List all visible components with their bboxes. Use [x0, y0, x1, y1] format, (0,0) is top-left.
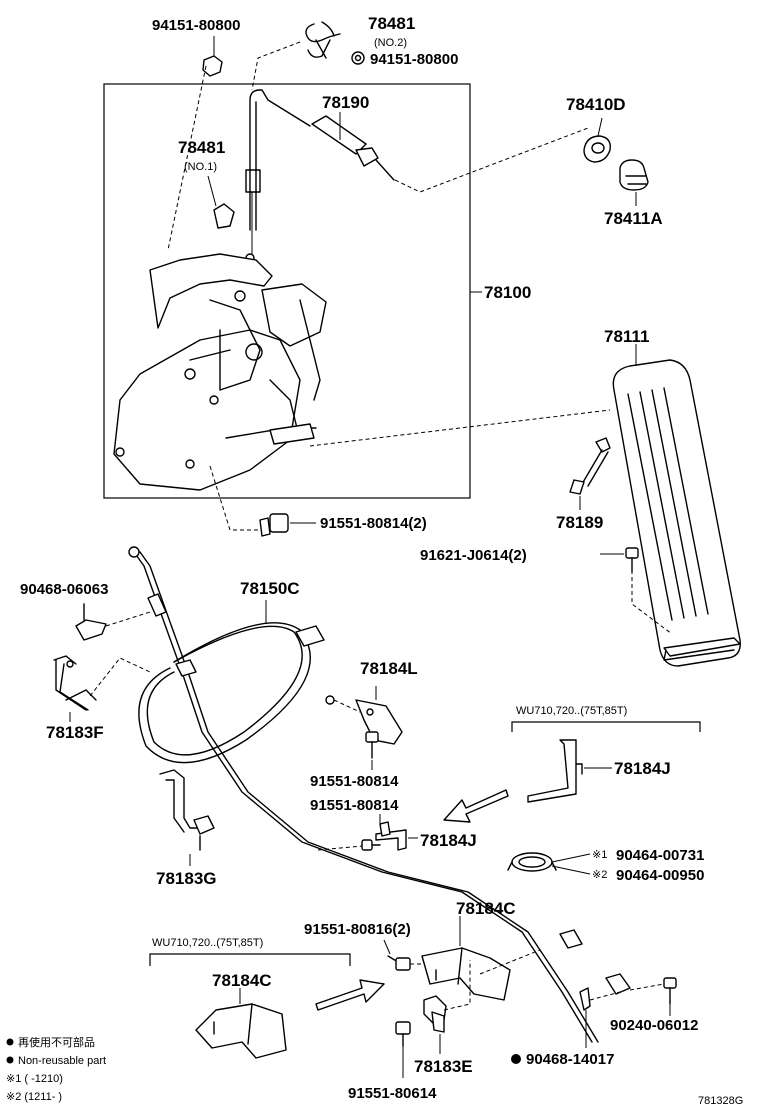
label-91551-80814-2: 91551-80814(2) — [320, 515, 427, 532]
clip-78183F-icon — [53, 655, 97, 711]
clip-90468-14017-icon — [579, 987, 591, 1011]
non-reusable-bullet-icon — [511, 1054, 521, 1064]
label-90464-00950: 90464-00950 — [616, 867, 704, 884]
label-90464-00731: 90464-00731 — [616, 847, 704, 864]
stopper-bolt-78189-icon — [569, 437, 611, 510]
label-91551-80814-a: 91551-80814 — [310, 773, 399, 790]
label-78411A: 78411A — [604, 209, 663, 228]
wu-right-bracket — [511, 721, 701, 732]
label-78184C-top: 78184C — [456, 899, 516, 918]
label-91551-80614: 91551-80614 — [348, 1085, 437, 1102]
cable-78150C-icon — [128, 546, 631, 1043]
label-90240-06012: 90240-06012 — [610, 1017, 698, 1034]
clip-78183G-icon — [159, 769, 215, 851]
wu-left-bracket — [149, 953, 351, 966]
label-94151-80800-right: 94151-80800 — [370, 51, 458, 68]
label-78100: 78100 — [484, 283, 531, 302]
figure-code: 781328G — [698, 1095, 743, 1107]
nut-94151-top-icon — [202, 36, 223, 77]
bolt-91551-80814-2-icon — [259, 513, 289, 537]
legend: 再使用不可部品 Non-reusable part ※1 ( -1210) ※2… — [6, 1035, 106, 1103]
label-78481-no2: 78481 — [368, 14, 415, 33]
pedal-bracket-78100-icon — [113, 253, 327, 491]
label-78189: 78189 — [556, 513, 603, 532]
label-mark1: ※1 — [592, 849, 607, 861]
legend-line-en: Non-reusable part — [18, 1055, 106, 1067]
label-91551-80816: 91551-80816(2) — [304, 921, 411, 938]
label-78184J-right: 78184J — [614, 759, 671, 778]
label-91551-80814-b: 91551-80814 — [310, 797, 399, 814]
bolt-91551-80816-icon — [387, 955, 411, 971]
arrow-left-icon — [315, 979, 385, 1011]
bracket-78184L-icon — [355, 699, 403, 745]
bracket-78184J-right-icon — [527, 739, 583, 803]
label-78184L: 78184L — [360, 659, 418, 678]
label-78183G: 78183G — [156, 869, 217, 888]
label-78111: 78111 — [604, 327, 649, 346]
legend-line-mark2: ※2 (1211- ) — [6, 1091, 62, 1103]
cable-78190-icon — [245, 89, 395, 263]
label-90468-14017: 90468-14017 — [526, 1051, 614, 1068]
bracket-78184C-top-icon — [421, 947, 511, 1001]
label-78183E: 78183E — [414, 1057, 473, 1076]
nut-94151-right-icon — [351, 51, 365, 65]
clamp-90464-icon — [507, 852, 557, 872]
label-78410D: 78410D — [566, 95, 626, 114]
clip-90468-06063-icon — [75, 603, 107, 641]
bolt-90240-06012-icon — [663, 977, 677, 1005]
legend-bullet-jp-icon — [6, 1038, 14, 1046]
label-78184J-mid: 78184J — [420, 831, 477, 850]
pedal-pad-78111-icon — [612, 359, 741, 667]
bolt-91551-80814-a-icon — [365, 731, 379, 759]
label-mark2: ※2 — [592, 869, 607, 881]
label-94151-80800-top: 94151-80800 — [152, 17, 240, 34]
label-wu-left: WU710,720..(75T,85T) — [152, 937, 263, 949]
label-78481-no1: 78481 — [178, 138, 225, 157]
legend-bullet-en-icon — [6, 1056, 14, 1064]
bolt-91551-80614-icon — [395, 1021, 411, 1047]
legend-line-jp: 再使用不可部品 — [18, 1035, 95, 1049]
bolt-91621-J0614-icon — [625, 547, 639, 573]
arrow-right-icon — [443, 789, 509, 823]
bracket-78184C-left-icon — [195, 1003, 287, 1059]
label-78183F: 78183F — [46, 723, 104, 742]
legend-line-mark1: ※1 ( -1210) — [6, 1073, 63, 1085]
label-wu-right: WU710,720..(75T,85T) — [516, 705, 627, 717]
label-78184C-left: 78184C — [212, 971, 272, 990]
grommet-78410D-icon — [583, 117, 611, 163]
label-91621-J0614: 91621-J0614(2) — [420, 547, 527, 564]
clip-78481-no1-icon — [207, 175, 235, 229]
stopper-78411A-icon — [619, 159, 649, 206]
label-no2: (NO.2) — [374, 37, 407, 49]
label-90468-06063: 90468-06063 — [20, 581, 108, 598]
assembly-78100-frame — [103, 83, 471, 499]
label-no1: (NO.1) — [184, 161, 217, 173]
bolt-91551-80814-b-icon — [361, 839, 381, 851]
clip-78183E-icon — [423, 995, 447, 1033]
clip-78481-no2-icon — [305, 21, 341, 59]
part-labels: 94151-80800 78481 (NO.2) 94151-80800 781… — [20, 14, 704, 1102]
bracket-78184J-mid-icon — [375, 821, 407, 851]
label-78190: 78190 — [322, 93, 369, 112]
label-78150C: 78150C — [240, 579, 300, 598]
